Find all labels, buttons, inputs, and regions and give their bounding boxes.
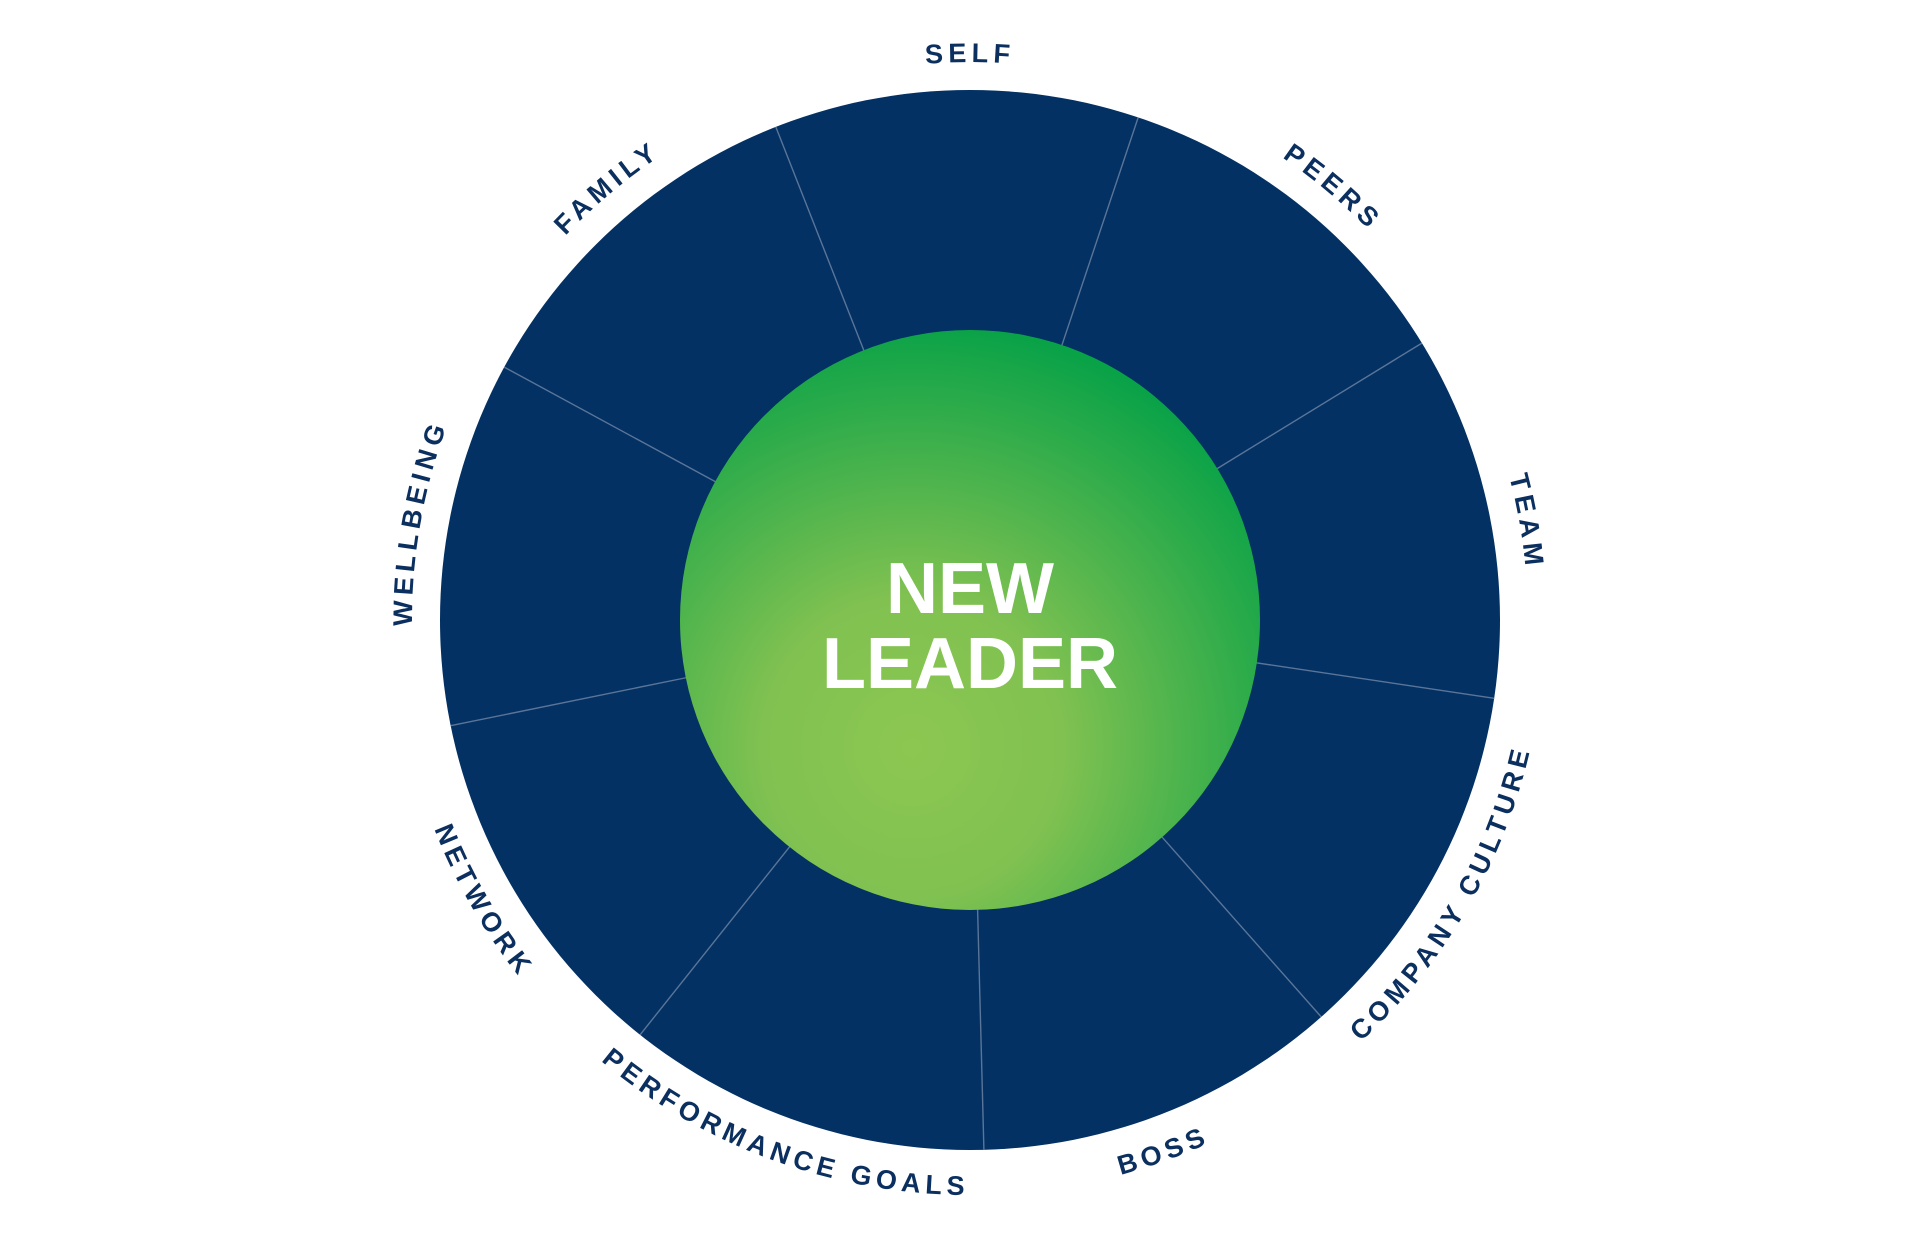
segment-divider <box>1158 833 1322 1018</box>
segment-divider <box>450 676 690 727</box>
segment-divider <box>1252 661 1495 699</box>
segment-divider <box>1060 117 1139 350</box>
segment-divider <box>503 366 720 485</box>
segment-divider <box>976 905 985 1150</box>
new-leader-center-disc <box>680 330 1260 910</box>
segment-label-text: SELF <box>924 38 1011 70</box>
segment-label-text: BOSS <box>1114 1120 1209 1181</box>
segment-label: TEAM <box>1503 470 1549 571</box>
center-title-line1: NEW <box>886 549 1054 629</box>
segment-label: BOSS <box>1114 1120 1214 1181</box>
segment-label: SELF <box>924 38 1016 70</box>
segment-label-text: TEAM <box>1503 470 1544 571</box>
segment-divider <box>1213 342 1423 472</box>
center-title-line2: LEADER <box>822 624 1118 704</box>
segment-divider <box>639 843 793 1036</box>
segment-divider <box>775 126 866 355</box>
segment-dividers <box>450 117 1495 1150</box>
